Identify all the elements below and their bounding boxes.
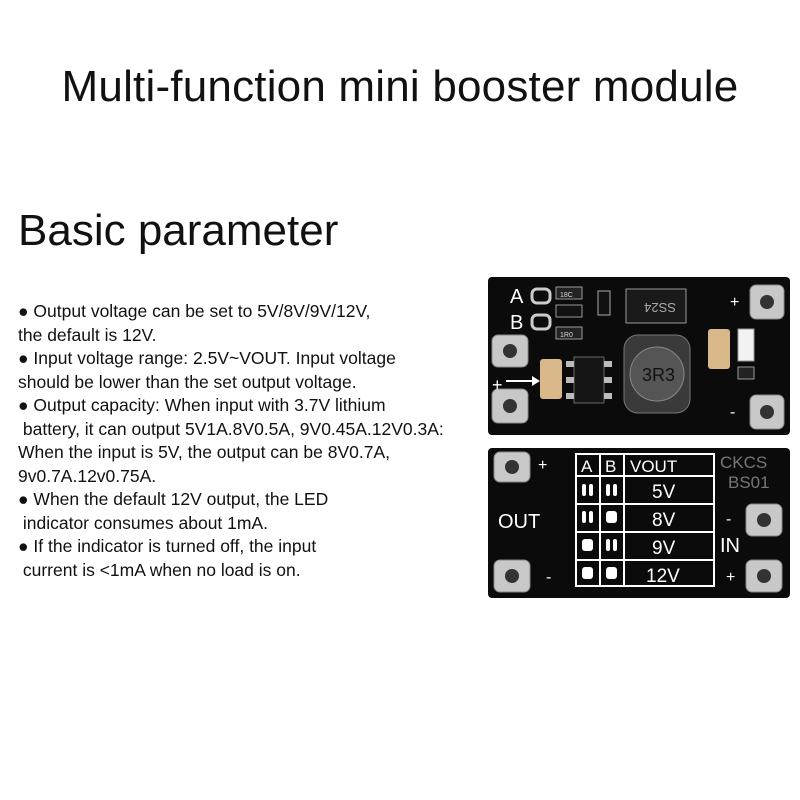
param-2-line-2: should be lower than the set output volt… [18,371,357,392]
vout-row-5v: 5V [652,482,676,503]
back-minus-right: - [726,511,731,528]
minus-sign-bottom: - [730,404,735,421]
param-3-line-2: battery, it can output 5V1A.8V0.5A, 9V0.… [18,418,444,439]
table-header-b: B [605,457,616,476]
diode-marking: SS24 [644,300,676,315]
board-back-drawing: + OUT - - IN + CKCS BS01 A B VOUT 5V 8V … [493,451,783,593]
label-b: B [510,312,523,334]
brand-line-2: BS01 [728,473,770,492]
param-3-line-3: When the input is 5V, the output can be … [18,442,390,462]
in-label: IN [720,535,740,557]
param-1-line-2: the default is 12V. [18,324,157,345]
back-minus-left: - [546,569,551,586]
res-marking: 1R0 [560,332,573,339]
inductor-marking: 3R3 [642,365,675,385]
param-2-line-1: ● Input voltage range: 2.5V~VOUT. Input … [18,348,396,368]
out-label: OUT [498,511,540,533]
param-4-line-1: ● When the default 12V output, the LED [18,489,329,509]
table-header-a: A [581,457,593,476]
vout-row-12v: 12V [646,566,680,587]
param-3-line-1: ● Output capacity: When input with 3.7V … [18,395,386,415]
back-plus-right: + [726,569,735,586]
param-1-line-1: ● Output voltage can be set to 5V/8V/9V/… [18,301,371,321]
board-front-drawing: A B 18C 1R0 SS24 + 3R3 + [491,284,785,430]
plus-sign-top: + [730,294,739,311]
brand-line-1: CKCS [720,453,767,472]
back-plus-left: + [538,457,547,474]
plus-sign-arrow: + [492,375,503,395]
label-a: A [510,286,524,308]
table-header-vout: VOUT [630,457,677,476]
page-title: Multi-function mini booster module [61,62,739,111]
vout-row-8v: 8V [652,510,676,531]
parameter-list: ● Output voltage can be set to 5V/8V/9V/… [18,300,498,582]
param-5-line-1: ● If the indicator is turned off, the in… [18,536,317,556]
param-5-line-2: current is <1mA when no load is on. [18,559,301,580]
board-front-image: A B 18C 1R0 SS24 + 3R3 + [488,277,790,435]
board-back-image: + OUT - - IN + CKCS BS01 A B VOUT 5V 8V … [488,448,790,598]
section-title: Basic parameter [18,206,339,255]
param-4-line-2: indicator consumes about 1mA. [18,512,268,533]
param-3-line-4: 9v0.7A.12v0.75A. [18,465,157,486]
cap-marking: 18C [560,292,573,299]
vout-row-9v: 9V [652,538,676,559]
